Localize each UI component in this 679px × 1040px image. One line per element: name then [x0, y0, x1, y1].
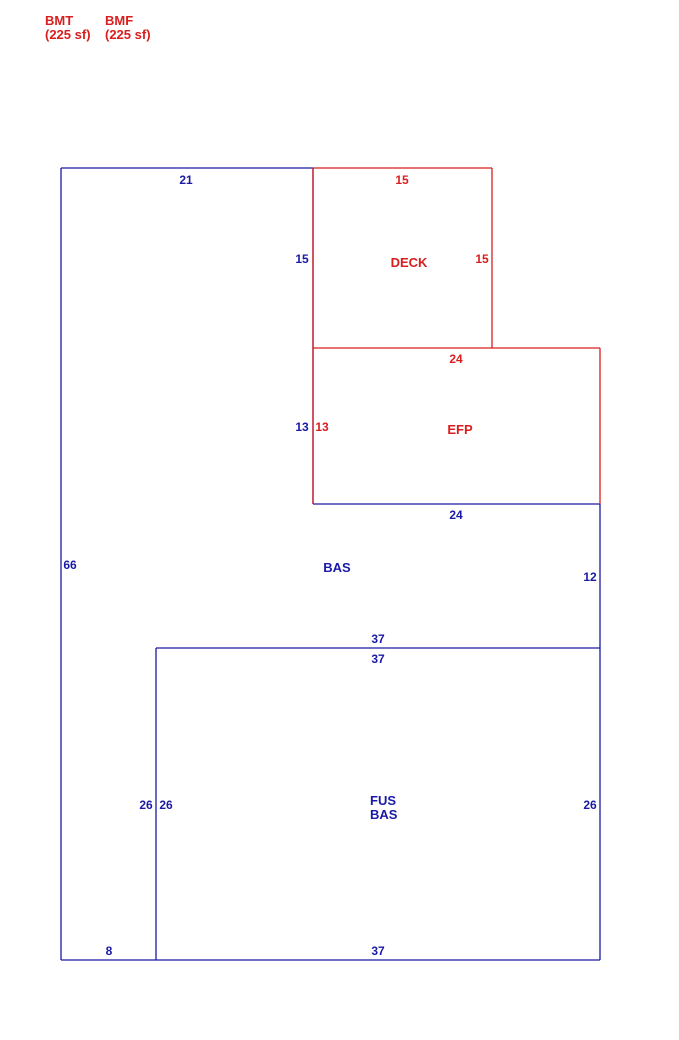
dim-fus-bottom: 37	[371, 944, 385, 958]
dim-bas-notch-bottom: 24	[449, 508, 463, 522]
legend-code-bmt: BMT	[45, 13, 73, 28]
dim-fus-top: 37	[371, 652, 385, 666]
efp-outline	[312, 347, 601, 504]
dim-bas-notch-side: 13	[295, 420, 309, 434]
dim-bas-left: 66	[63, 558, 77, 572]
dim-bas-inner-left: 26	[139, 798, 153, 812]
legend-area-bmf: (225 sf)	[105, 27, 151, 42]
area-label-bas-lower: BAS	[370, 807, 398, 822]
dim-bas-top: 21	[179, 173, 193, 187]
legend-area-bmt: (225 sf)	[45, 27, 91, 42]
area-label-fus: FUS	[370, 793, 396, 808]
legend-code-bmf: BMF	[105, 13, 133, 28]
area-label-efp: EFP	[447, 422, 473, 437]
dim-fus-left: 26	[159, 798, 173, 812]
dim-bas-deck-side: 15	[295, 252, 309, 266]
dim-fus-right: 26	[583, 798, 597, 812]
dim-bas-inner-top: 37	[371, 632, 385, 646]
dim-efp-left: 13	[315, 420, 329, 434]
fus-outline	[155, 647, 601, 961]
dim-bas-right: 12	[583, 570, 597, 584]
dim-deck-right: 15	[475, 252, 489, 266]
dim-efp-top: 24	[449, 352, 463, 366]
dim-bas-bottom-left: 8	[106, 944, 113, 958]
area-label-deck: DECK	[391, 255, 428, 270]
dim-deck-top: 15	[395, 173, 409, 187]
area-label-bas: BAS	[323, 560, 351, 575]
legend: BMT (225 sf) BMF (225 sf)	[45, 13, 151, 42]
deck-outline	[312, 167, 493, 348]
